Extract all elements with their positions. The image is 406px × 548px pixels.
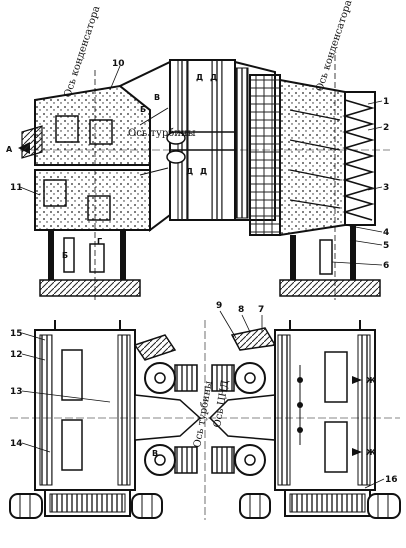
left-condenser-plan xyxy=(34,320,136,517)
callout-1: 1 xyxy=(383,97,389,107)
callout-11: 11 xyxy=(10,183,23,193)
callout-7: 7 xyxy=(258,305,264,315)
callout-13: 13 xyxy=(10,387,23,397)
callout-10: 10 xyxy=(112,59,125,69)
leader-lines xyxy=(19,65,385,489)
left-exhaust-connections xyxy=(133,334,202,476)
letter-zh-1: Ж xyxy=(366,376,376,385)
condenser-axis-left-label: Ось конденсатора xyxy=(62,5,102,99)
callout-14: 14 xyxy=(10,439,23,449)
letter-d3: Д xyxy=(186,167,193,176)
left-condenser-lower-block xyxy=(34,169,151,231)
right-condenser-tube-bundle-frame xyxy=(249,74,346,237)
right-foundation xyxy=(279,279,381,297)
right-supports xyxy=(279,225,381,297)
letter-d4: Д xyxy=(200,167,207,176)
letter-g: Г xyxy=(97,237,102,246)
left-water-box-pipes xyxy=(9,493,163,519)
arrow-zh-1 xyxy=(352,376,362,384)
right-condenser-tube-bundles xyxy=(289,91,376,226)
left-condenser-upper-block xyxy=(34,84,151,166)
letter-v-top: В xyxy=(154,93,160,102)
right-exhaust-connections xyxy=(208,327,277,476)
arrow-zh-2 xyxy=(352,448,362,456)
callout-15: 15 xyxy=(10,329,23,339)
letter-b-upper: Б xyxy=(140,105,146,114)
callout-9: 9 xyxy=(216,301,222,311)
letter-zh-2: Ж xyxy=(366,448,376,457)
right-condenser-plan xyxy=(274,320,376,517)
callout-16: 16 xyxy=(385,475,398,485)
right-water-box-pipes xyxy=(239,493,401,519)
callout-2: 2 xyxy=(383,123,389,133)
side-elevation-view xyxy=(18,55,390,300)
left-foundation xyxy=(39,279,141,297)
callout-8: 8 xyxy=(238,305,244,315)
letter-d2: Д xyxy=(210,73,217,82)
letter-v-bottom: В xyxy=(152,449,158,458)
turbine-axis-top-label: Ось турбины xyxy=(128,128,196,139)
letter-a: А xyxy=(6,145,13,154)
plan-view xyxy=(9,320,401,520)
left-supports xyxy=(39,230,141,297)
exhaust-neck xyxy=(118,59,276,232)
section-letters: А Б Б В В Г Д Д Д Д Ж Ж xyxy=(6,73,376,458)
callout-3: 3 xyxy=(383,183,389,193)
letter-b-lower: Б xyxy=(62,251,68,260)
condenser-axis-right-label: Ось конденсатора xyxy=(314,0,354,93)
callout-6: 6 xyxy=(383,261,389,271)
callout-numbers: 1 2 3 4 5 6 7 8 9 10 11 12 13 14 15 16 xyxy=(10,59,398,485)
callout-4: 4 xyxy=(383,228,389,238)
callout-5: 5 xyxy=(383,241,389,251)
callout-12: 12 xyxy=(10,350,23,360)
letter-d1: Д xyxy=(196,73,203,82)
